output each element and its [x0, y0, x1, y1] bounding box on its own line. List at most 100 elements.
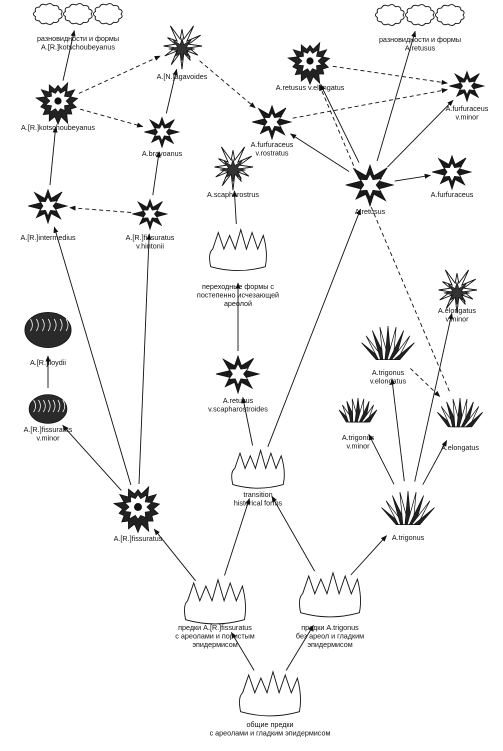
- node-trigonus-minor-label: v.minor: [346, 442, 370, 451]
- node-transitional-forms-icon: [209, 227, 267, 271]
- node-retusus-elongatus-icon: [287, 41, 331, 86]
- icon-layer: [24, 3, 486, 717]
- edge-n_trans_hist-to-n_ret_scaph: [241, 396, 254, 446]
- node-transition-historical-icon: [231, 448, 285, 489]
- node-fissuratus-icon: [112, 485, 161, 534]
- node-trigonus-elongatus-icon: [361, 325, 415, 360]
- edge-n_common-to-n_anc_fiss: [231, 631, 255, 671]
- node-bravoanus-icon: [144, 116, 181, 149]
- node-retusus-label: A.retusus: [355, 207, 386, 216]
- node-furfuraceus-rostratus-label: v.rostratus: [255, 149, 288, 158]
- node-retusus-icon: [345, 164, 395, 208]
- node-elongatus-minor-icon: [438, 269, 478, 314]
- edge-n_anc_trig-to-n_trans_hist: [271, 495, 315, 572]
- node-common-ancestors-label: с ареолами и гладким эпидермисом: [210, 729, 331, 738]
- edge-n_trig-to-n_trig_elong: [390, 378, 405, 482]
- edge-n_anc_fiss-to-n_fiss: [153, 528, 196, 582]
- node-transition-historical-label: historical forms: [234, 499, 283, 508]
- node-agavoides-icon: [163, 25, 203, 70]
- node-lloydii-icon: [24, 311, 72, 348]
- node-scapharostrus-label: A.scapharostrus: [207, 190, 259, 199]
- node-varieties-retusus-label: A.retusus: [405, 44, 436, 53]
- edge-n_kotsch-to-n_bravo: [80, 108, 144, 128]
- node-trigonus-minor-label: A.trigonus: [342, 433, 375, 442]
- edge-n_trig-to-n_elong_minor: [414, 312, 454, 482]
- edge-n_anc_fiss-to-n_trans_hist: [224, 498, 251, 576]
- edge-n_ret_elong-to-n_furf_minor: [332, 65, 448, 85]
- node-trigonus-elongatus-label: A.trigonus: [372, 368, 405, 377]
- edge-n_retusus-to-n_furf_rost: [289, 133, 350, 172]
- label-layer: разновидности и формыA.[R.]kotschoubeyan…: [20, 34, 488, 738]
- node-varieties-kotschoubeyanus-label: разновидности и формы: [37, 34, 119, 43]
- node-retusus-scapharostroides-label: A.retusus: [223, 396, 254, 405]
- node-ancestor-trigonus-label: предки A.trigonus: [301, 623, 359, 632]
- node-furfuraceus-rostratus-label: A.furfuraceus: [251, 140, 294, 149]
- node-fissuratus-label: A.[R.]fissuratus: [114, 534, 163, 543]
- edge-n_bravo-to-n_agavoides: [165, 68, 178, 114]
- node-furfuraceus-minor-label: A.furfuraceus: [446, 104, 489, 113]
- edge-n_kotsch-to-n_top_left_forms: [62, 29, 76, 81]
- node-common-ancestors-label: общие предки: [246, 720, 293, 729]
- edge-n_trig-to-n_trig_minor: [368, 433, 395, 485]
- edge-n_retusus-to-n_right_forms: [376, 30, 417, 162]
- node-fissuratus-hintonii-label: A.[R.]fissuratus: [126, 233, 175, 242]
- edge-n_common-to-n_anc_trig: [285, 624, 314, 671]
- node-furfuraceus-label: A.furfuraceus: [431, 190, 474, 199]
- edge-n_agavoides-to-n_furf_rost: [199, 60, 256, 109]
- node-kotschoubeyanus-label: A.[R.]kotschoubeyanus: [21, 123, 95, 132]
- edge-n_trans_hist-to-n_retusus: [267, 208, 361, 447]
- node-trigonus-elongatus-label: v.elongatus: [370, 377, 407, 386]
- node-varieties-retusus-label: разновидности и формы: [379, 35, 461, 44]
- edge-n_trans_areole-to-n_scaph: [232, 190, 238, 225]
- node-ancestor-trigonus-icon: [299, 571, 361, 618]
- edge-n_furf_rost-to-n_furf_minor: [292, 88, 448, 119]
- node-scapharostrus-icon: [214, 146, 254, 191]
- node-furfuraceus-minor-icon: [449, 70, 486, 103]
- node-ancestor-trigonus-label: эпидермисом: [307, 640, 352, 649]
- node-common-ancestors-icon: [239, 670, 301, 717]
- node-varieties-retusus-icon: [375, 4, 465, 26]
- node-elongatus-label: A.elongatus: [441, 443, 479, 452]
- node-agavoides-label: A.[N.]agavoides: [157, 72, 208, 81]
- node-lloydii-label: A.[R.]lloydii: [30, 358, 66, 367]
- node-furfuraceus-minor-label: v.minor: [455, 113, 479, 122]
- edge-n_fiss-to-n_fiss_hint: [138, 233, 152, 485]
- node-elongatus-minor-label: v.minor: [445, 315, 469, 324]
- node-trigonus-icon: [381, 490, 435, 525]
- node-fissuratus-minor-label: A.[R.]fissuratus: [24, 425, 73, 434]
- node-ancestor-trigonus-label: без ареол и гладким: [296, 632, 364, 641]
- node-ancestor-fissuratus-label: предки A.[R.]fissuratus: [178, 623, 252, 632]
- node-ancestor-fissuratus-label: эпидермисом: [192, 640, 237, 649]
- edge-n_retusus-to-n_furf_minor: [387, 99, 454, 168]
- node-retusus-elongatus-label: A.retusus v.elongatus: [276, 83, 345, 92]
- node-transitional-forms-label: постепенно исчезающей: [197, 291, 279, 300]
- node-furfuraceus-icon: [432, 154, 473, 191]
- edge-n_fiss_hint-to-n_bravo: [152, 151, 161, 196]
- node-fissuratus-hintonii-icon: [132, 198, 169, 231]
- node-transitional-forms-label: ареолой: [224, 299, 252, 308]
- node-kotschoubeyanus-icon: [35, 81, 79, 126]
- node-ancestor-fissuratus-label: с ареолами и пористым: [175, 632, 255, 641]
- edge-n_retusus-to-n_furf: [394, 173, 431, 182]
- node-fissuratus-hintonii-label: v.hintonii: [136, 242, 164, 251]
- edge-n_trig-to-n_elong: [422, 440, 448, 485]
- edge-n_fiss-to-n_interm: [53, 226, 132, 486]
- edge-n_fiss-to-n_fiss_minor: [62, 424, 122, 491]
- node-elongatus-minor-label: A.elongatus: [438, 306, 476, 315]
- node-furfuraceus-rostratus-icon: [252, 104, 293, 141]
- node-elongatus-icon: [437, 397, 483, 428]
- node-intermedius-icon: [28, 188, 69, 225]
- edge-n_anc_trig-to-n_trig: [350, 535, 387, 576]
- edge-layer: [45, 29, 454, 671]
- node-transition-historical-label: transition: [243, 490, 272, 499]
- node-fissuratus-minor-icon: [28, 394, 68, 424]
- node-bravoanus-label: A.bravoanus: [142, 149, 183, 158]
- node-varieties-kotschoubeyanus-icon: [33, 3, 123, 25]
- node-fissuratus-minor-label: v.minor: [36, 434, 60, 443]
- node-trigonus-label: A.trigonus: [392, 533, 425, 542]
- edge-n_kotsch-to-n_agavoides: [78, 55, 161, 94]
- edge-n_trig_elong-to-n_elong: [410, 368, 441, 398]
- edge-n_fiss_hint-to-n_interm: [69, 205, 132, 213]
- node-trigonus-minor-icon: [338, 397, 378, 423]
